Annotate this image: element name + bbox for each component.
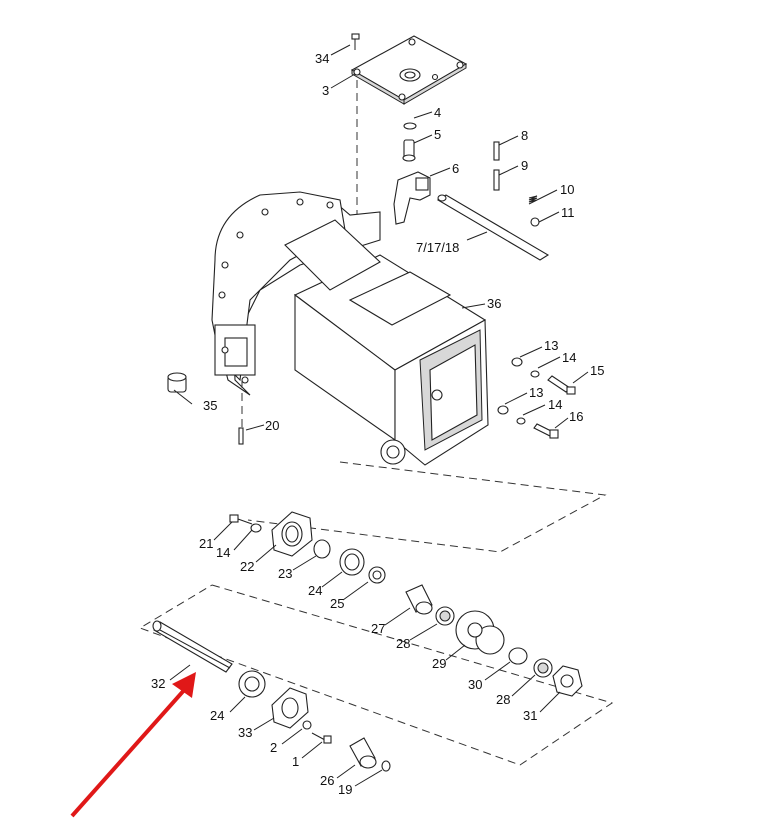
label-31: 31 <box>523 708 537 723</box>
housing-bolt-holes <box>218 198 334 384</box>
label-1: 1 <box>292 754 299 769</box>
clip-19 <box>381 760 391 772</box>
label-8: 8 <box>521 128 528 143</box>
label-24a: 24 <box>308 583 322 598</box>
label-21: 21 <box>199 536 213 551</box>
label-28a: 28 <box>396 636 410 651</box>
label-7-17-18: 7/17/18 <box>416 240 459 255</box>
oring-23 <box>313 539 331 559</box>
label-4: 4 <box>434 105 441 120</box>
label-20: 20 <box>265 418 279 433</box>
cover-22 <box>271 511 313 557</box>
ring-25 <box>368 566 386 584</box>
bolt-1 <box>311 732 332 744</box>
label-28b: 28 <box>496 692 510 707</box>
needle-28b <box>533 658 553 678</box>
bushing-35 <box>167 372 187 393</box>
shaft-32 <box>152 620 233 673</box>
label-34: 34 <box>315 51 329 66</box>
pin-9 <box>493 169 500 191</box>
label-30: 30 <box>468 677 482 692</box>
label-13a: 13 <box>544 338 558 353</box>
bushing-30 <box>508 647 528 665</box>
needle-28a <box>435 606 455 626</box>
washer-14c <box>250 523 262 533</box>
ball-11 <box>530 217 540 227</box>
pin-8 <box>493 141 500 161</box>
label-2: 2 <box>270 740 277 755</box>
top-cover <box>350 35 468 105</box>
label-6: 6 <box>452 161 459 176</box>
bushing-27 <box>405 584 433 615</box>
washer-2 <box>302 720 312 730</box>
label-19: 19 <box>338 782 352 797</box>
label-29: 29 <box>432 656 446 671</box>
nut-31 <box>552 665 583 697</box>
dash-platform-lower <box>138 584 614 766</box>
label-25: 25 <box>330 596 344 611</box>
spring-10 <box>528 195 538 205</box>
pin-20 <box>238 427 244 445</box>
label-14b: 14 <box>548 397 562 412</box>
label-32: 32 <box>151 676 165 691</box>
bolt-34 <box>351 33 360 50</box>
bolt-16 <box>533 423 559 439</box>
washer-14a <box>530 370 540 378</box>
arrow-shaft <box>70 686 188 818</box>
label-16: 16 <box>569 409 583 424</box>
bolt-15 <box>547 375 576 395</box>
label-35: 35 <box>203 398 217 413</box>
label-13b: 13 <box>529 385 543 400</box>
label-10: 10 <box>560 182 574 197</box>
label-26: 26 <box>320 773 334 788</box>
oring-4 <box>403 122 417 130</box>
label-11: 11 <box>561 205 575 220</box>
washer-13a <box>511 357 523 367</box>
label-23: 23 <box>278 566 292 581</box>
bolt-21 <box>229 514 253 525</box>
shaft-7-17-18 <box>436 194 550 261</box>
label-33: 33 <box>238 725 252 740</box>
label-9: 9 <box>521 158 528 173</box>
bearing-24b <box>238 670 266 698</box>
label-5: 5 <box>434 127 441 142</box>
label-24b: 24 <box>210 708 224 723</box>
label-15: 15 <box>590 363 604 378</box>
housing-36 <box>211 191 489 466</box>
bearing-24a <box>339 548 365 576</box>
red-arrow-pointer <box>70 672 196 818</box>
pin-5 <box>402 139 416 162</box>
washer-14b <box>516 417 526 425</box>
label-3: 3 <box>322 83 329 98</box>
arrow-head <box>172 672 196 698</box>
label-22: 22 <box>240 559 254 574</box>
dash-platform-upper <box>247 461 607 553</box>
label-14c: 14 <box>216 545 230 560</box>
label-36: 36 <box>487 296 501 311</box>
label-27: 27 <box>371 621 385 636</box>
label-14a: 14 <box>562 350 576 365</box>
bushing-26 <box>349 737 377 769</box>
fork-6 <box>393 171 431 225</box>
gear-29 <box>455 610 505 655</box>
leader-lines <box>169 44 589 787</box>
washer-13b <box>497 405 509 415</box>
cover-33 <box>271 687 309 729</box>
